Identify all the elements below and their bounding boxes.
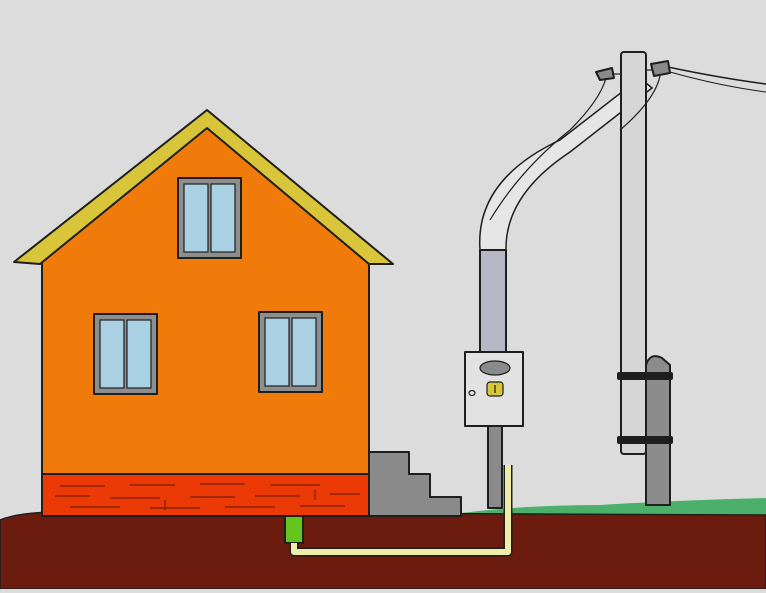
brick-mortar-lines [55,483,360,510]
left-window [93,313,158,395]
house [13,109,394,517]
overhead-line-2 [669,71,766,93]
entrance-steps [368,451,462,517]
service-drop-wire [489,77,607,221]
pole-band-upper [617,372,673,380]
meter-lock [468,389,476,397]
overhead-line [667,66,766,85]
service-drop-wire-2 [619,75,661,131]
insulator-icon [595,60,671,81]
pole-band-lower [617,436,673,444]
underground-cable-core [291,465,511,555]
attic-window [177,177,242,259]
right-window [258,311,323,393]
pole-support [645,355,671,506]
cable-entry-sleeve [284,515,304,544]
house-roof [13,109,394,265]
meter-box [464,351,524,427]
service-conduit [479,249,507,354]
meter-stand [487,425,503,509]
brick-foundation [41,473,370,517]
utility-pole [620,51,647,455]
meter-window [479,360,511,376]
